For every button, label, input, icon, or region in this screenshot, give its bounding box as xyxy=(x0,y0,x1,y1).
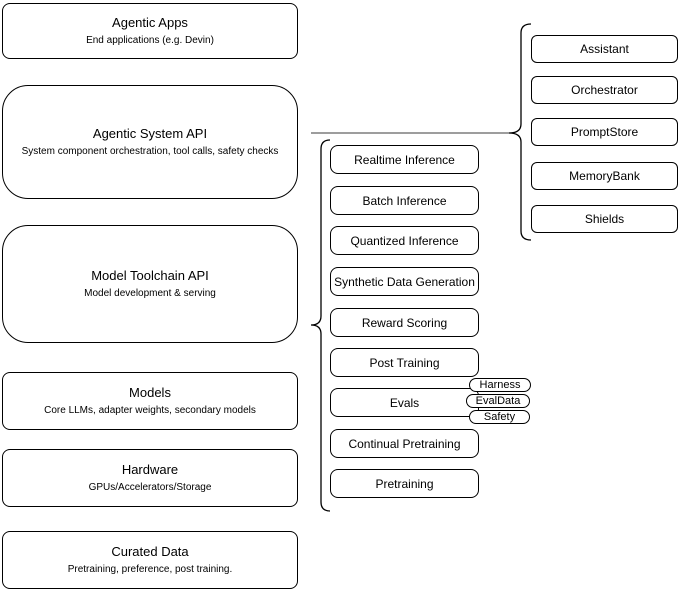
service-label: Pretraining xyxy=(375,476,434,491)
layer-subtitle: GPUs/Accelerators/Storage xyxy=(88,482,212,494)
service-label: Realtime Inference xyxy=(354,152,455,167)
layer-subtitle: Core LLMs, adapter weights, secondary mo… xyxy=(44,405,256,417)
layer-title: Agentic System API xyxy=(92,125,208,141)
service-label: Batch Inference xyxy=(362,193,447,208)
service-label: Quantized Inference xyxy=(350,233,459,248)
tag-label: Harness xyxy=(479,378,521,391)
tag-label: Safety xyxy=(483,410,516,423)
service-continual-pretraining: Continual Pretraining xyxy=(330,429,479,458)
service-quantized-inference: Quantized Inference xyxy=(330,226,479,255)
component-label: Orchestrator xyxy=(571,83,638,97)
component-label: Shields xyxy=(584,212,625,226)
service-label: Post Training xyxy=(369,355,440,370)
component-assistant: Assistant xyxy=(531,35,678,63)
service-evals: Evals xyxy=(330,388,479,417)
toolchain-group-brace xyxy=(310,139,331,512)
layer-agentic-system-api: Agentic System API System component orche… xyxy=(2,85,298,199)
component-orchestrator: Orchestrator xyxy=(531,76,678,104)
service-pretraining: Pretraining xyxy=(330,469,479,498)
layer-subtitle: End applications (e.g. Devin) xyxy=(86,35,214,47)
component-label: Assistant xyxy=(580,42,629,56)
service-realtime-inference: Realtime Inference xyxy=(330,145,479,174)
layer-model-toolchain-api: Model Toolchain API Model development & s… xyxy=(2,225,298,343)
tag-label: EvalData xyxy=(475,394,521,407)
service-synthetic-data-generation: Synthetic Data Generation xyxy=(330,267,479,296)
layer-title: Curated Data xyxy=(111,543,189,559)
layer-subtitle: Pretraining, preference, post training. xyxy=(67,564,233,576)
tag-harness: Harness xyxy=(469,378,531,392)
layer-subtitle: System component orchestration, tool cal… xyxy=(21,146,279,158)
service-label: Reward Scoring xyxy=(361,315,448,330)
layer-title: Hardware xyxy=(121,461,179,477)
service-label: Synthetic Data Generation xyxy=(334,274,475,289)
tag-evaldata: EvalData xyxy=(466,394,530,408)
layer-title: Agentic Apps xyxy=(112,14,188,30)
layer-subtitle: Model development & serving xyxy=(84,288,216,300)
layer-title: Models xyxy=(129,384,171,400)
service-label: Continual Pretraining xyxy=(348,436,461,451)
service-post-training: Post Training xyxy=(330,348,479,377)
service-reward-scoring: Reward Scoring xyxy=(330,308,479,337)
component-memorybank: MemoryBank xyxy=(531,162,678,190)
layer-title: Model Toolchain API xyxy=(91,267,209,283)
service-batch-inference: Batch Inference xyxy=(330,186,479,215)
component-promptstore: PromptStore xyxy=(531,118,678,146)
service-label: Evals xyxy=(389,395,420,410)
component-label: PromptStore xyxy=(570,125,639,139)
tag-safety: Safety xyxy=(469,410,530,424)
components-group-brace xyxy=(508,23,532,241)
component-label: MemoryBank xyxy=(569,169,640,183)
component-shields: Shields xyxy=(531,205,678,233)
